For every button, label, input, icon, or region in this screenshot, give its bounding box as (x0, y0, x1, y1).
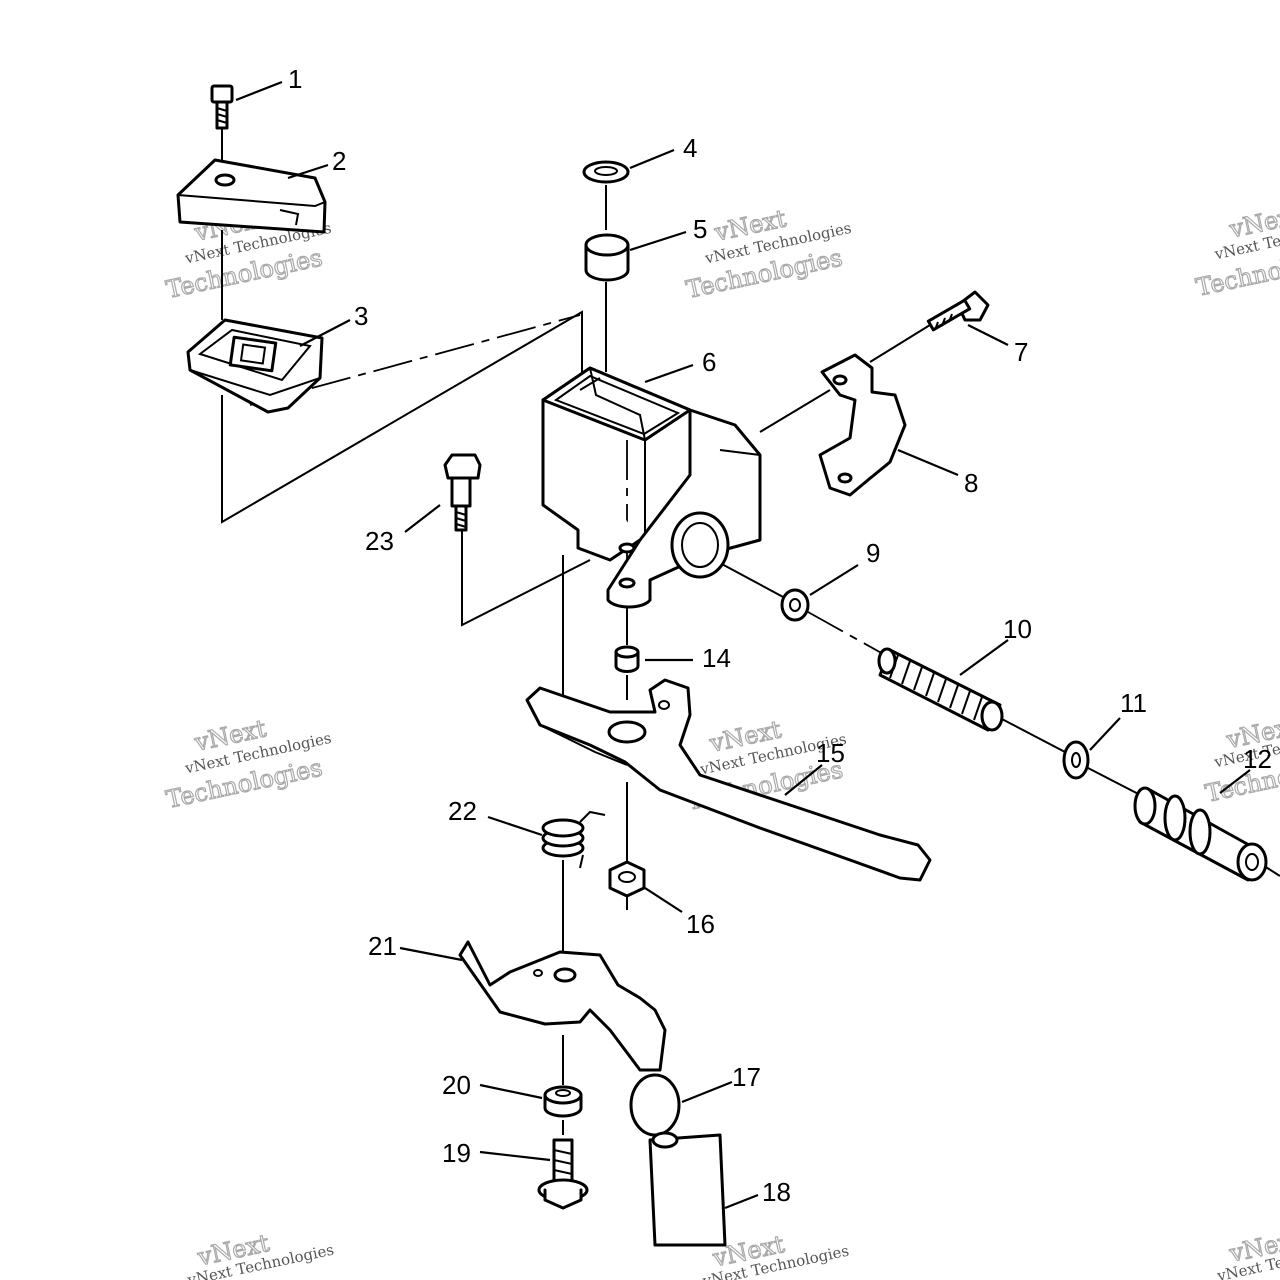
watermark-bottom-right: vNext vNext Technologies (1215, 1225, 1280, 1280)
callout-2: 2 (332, 146, 346, 176)
part-12-piston (1133, 786, 1268, 882)
callout-23: 23 (365, 526, 394, 556)
watermark-bottom-left: vNext vNext Technologies (185, 1228, 335, 1280)
callout-21: 21 (368, 931, 397, 961)
callout-7: 7 (1014, 337, 1028, 367)
callout-labels: 1 2 3 4 5 6 7 8 9 10 11 12 14 15 16 17 1… (288, 64, 1272, 1207)
callout-17: 17 (732, 1062, 761, 1092)
part-8-clamp (818, 353, 907, 497)
callout-1: 1 (288, 64, 302, 94)
part-9-washer (780, 588, 810, 622)
callout-4: 4 (683, 133, 697, 163)
callout-5: 5 (693, 214, 707, 244)
callout-6: 6 (702, 347, 716, 377)
part-16-nut (608, 860, 646, 898)
watermark-top-right: vNext vNext Technologies Technologies (1193, 200, 1280, 302)
part-10-spring (877, 647, 1004, 732)
part-17-ring (629, 1073, 681, 1137)
part-22-spring (541, 810, 606, 869)
part-7-bolt (926, 290, 990, 332)
callout-15: 15 (816, 738, 845, 768)
callout-19: 19 (442, 1138, 471, 1168)
part-2-reservoir-cover (176, 158, 327, 234)
part-1-screw (210, 84, 234, 130)
callout-3: 3 (354, 301, 368, 331)
part-21-bracket (458, 940, 667, 1072)
part-3-diaphragm (186, 318, 324, 414)
callout-8: 8 (964, 468, 978, 498)
part-19-bolt (537, 1138, 589, 1210)
callout-14: 14 (702, 643, 731, 673)
part-14-bushing (614, 645, 640, 673)
part-6-master-cylinder (541, 366, 762, 609)
leader-lines (235, 80, 1251, 1210)
callout-9: 9 (866, 538, 880, 568)
watermark-mid-left: vNext vNext Technologies Technologies (163, 714, 333, 815)
callout-10: 10 (1003, 614, 1032, 644)
part-18-tag (648, 1131, 727, 1247)
callout-22: 22 (448, 796, 477, 826)
callout-16: 16 (686, 909, 715, 939)
part-23-bolt (443, 453, 482, 532)
part-11-washer (1062, 740, 1090, 780)
part-20-nut (543, 1085, 583, 1118)
part-4-washer (582, 160, 630, 184)
callout-20: 20 (442, 1070, 471, 1100)
callout-12: 12 (1243, 744, 1272, 774)
part-15-lever (525, 678, 932, 882)
part-5-sleeve (584, 233, 630, 282)
callout-18: 18 (762, 1177, 791, 1207)
watermark-top-center: vNext vNext Technologies Technologies (683, 204, 853, 305)
callout-11: 11 (1120, 688, 1147, 718)
